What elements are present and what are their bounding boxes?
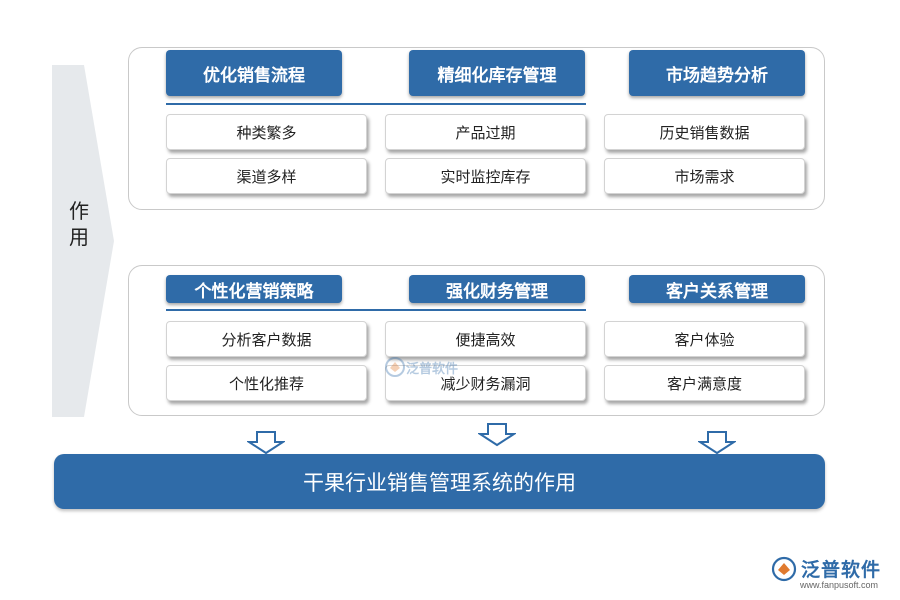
header-customer-relationship: 客户关系管理 <box>629 275 805 303</box>
brand-logo: 泛普软件 <box>771 555 881 582</box>
watermark: 泛普软件 <box>384 356 458 378</box>
item-sales-history: 历史销售数据 <box>604 114 805 150</box>
side-arrow-shape <box>52 65 114 417</box>
brand-logo-icon <box>771 556 797 581</box>
item-analyze-customer-data: 分析客户数据 <box>166 321 367 357</box>
brand-url: www.fanpusoft.com <box>800 580 879 590</box>
item-convenient-efficient: 便捷高效 <box>385 321 586 357</box>
brand-name: 泛普软件 <box>801 559 882 581</box>
bottom-divider <box>166 309 586 311</box>
watermark-text: 泛普软件 <box>406 361 459 377</box>
top-panel: 优化销售流程 精细化库存管理 市场趋势分析 种类繁多 渠道多样 产品过期 实时监… <box>128 47 825 210</box>
item-channels: 渠道多样 <box>166 158 367 194</box>
down-arrow-icon <box>478 423 516 447</box>
down-arrow-icon <box>698 431 736 455</box>
item-product-expiry: 产品过期 <box>385 114 586 150</box>
item-customer-satisfaction: 客户满意度 <box>604 365 805 401</box>
item-realtime-inventory: 实时监控库存 <box>385 158 586 194</box>
watermark-logo-icon <box>385 357 405 377</box>
item-reduce-finance-loopholes: 减少财务漏洞 <box>385 365 586 401</box>
item-market-demand: 市场需求 <box>604 158 805 194</box>
header-fine-inventory-management: 精细化库存管理 <box>409 50 585 96</box>
down-arrow-icon <box>247 431 285 455</box>
item-variety: 种类繁多 <box>166 114 367 150</box>
side-label: 作用 <box>69 199 89 249</box>
bottom-panel: 个性化营销策略 强化财务管理 客户关系管理 分析客户数据 个性化推荐 便捷高效 … <box>128 265 825 416</box>
item-personalized-recommendation: 个性化推荐 <box>166 365 367 401</box>
header-personalized-marketing: 个性化营销策略 <box>166 275 342 303</box>
item-customer-experience: 客户体验 <box>604 321 805 357</box>
header-finance-management: 强化财务管理 <box>409 275 585 303</box>
footer-title: 干果行业销售管理系统的作用 <box>54 454 825 509</box>
header-optimize-sales-process: 优化销售流程 <box>166 50 342 96</box>
top-divider <box>166 103 586 105</box>
header-market-trend-analysis: 市场趋势分析 <box>629 50 805 96</box>
